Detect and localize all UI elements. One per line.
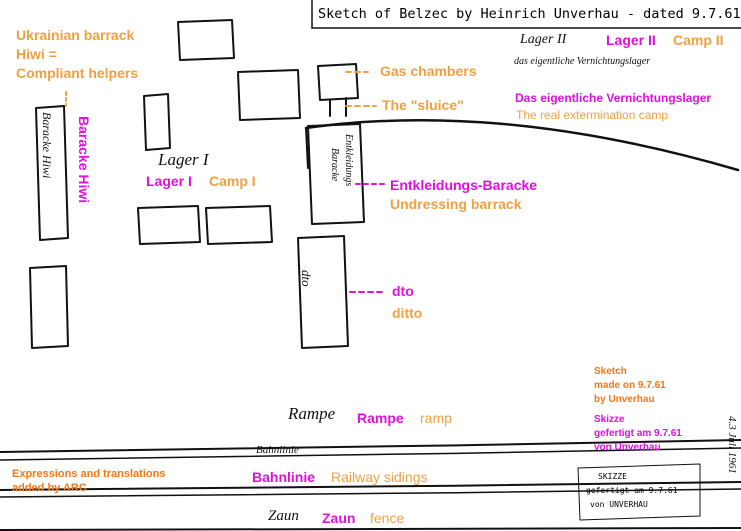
label-ukrainian-barrack: Ukrainian barrack — [16, 27, 135, 43]
label-gas-chambers: Gas chambers — [380, 63, 477, 79]
label-skizze-line-3: von Unverhau — [594, 442, 661, 453]
page-title: Sketch of Belzec by Heinrich Unverhau - … — [318, 6, 741, 22]
barrack-lower-left — [137, 205, 201, 245]
handwritten-baracke: Baracke — [329, 148, 340, 182]
label-sketch-line-1: Sketch — [594, 366, 627, 377]
stamp-line-1: SKIZZE — [598, 472, 627, 481]
handwritten-entkleidungs: Entkleidungs — [343, 134, 354, 187]
label-lager-i: Lager I — [146, 173, 192, 189]
rail-line-2 — [0, 447, 741, 461]
label-dto: dto — [392, 283, 414, 299]
label-bahnlinie: Bahnlinie — [252, 469, 316, 485]
handwritten-lager-i: Lager I — [158, 150, 209, 169]
label-zaun: Zaun — [322, 510, 356, 526]
label-hiwi: Hiwi = — [16, 46, 57, 62]
stamp-line-2: gefertigt am 9.7.61 — [586, 486, 678, 495]
camp-ii-wall — [305, 127, 309, 169]
handwritten-bahnlinie: Bahnlinie — [256, 444, 299, 456]
handwritten-zaun: Zaun — [268, 508, 299, 524]
label-skizze-line-1: Skizze — [594, 414, 625, 425]
stamp-line-3: von UNVERHAU — [590, 500, 648, 509]
label-expressions-line-1: Expressions and translations — [12, 468, 166, 480]
label-sketch-line-2: made on 9.7.61 — [594, 380, 666, 391]
barrack-top-center — [177, 19, 235, 61]
label-vernichtungslager: Das eigentliche Vernichtungslager — [515, 91, 712, 105]
label-sketch-line-3: by Unverhau — [594, 394, 655, 405]
stamp-box — [577, 463, 701, 521]
label-entkleidungs: Entkleidungs-Baracke — [390, 177, 538, 193]
handwritten-vernichtungslager: das eigentliche Vernichtungslager — [514, 56, 651, 67]
fence-line — [0, 527, 741, 531]
handwritten-side-note: 4.3 Juli 1961 — [726, 416, 738, 474]
label-skizze-line-2: gefertigt am 9.7.61 — [594, 428, 682, 439]
barrack-upper-right — [237, 69, 301, 121]
label-sluice: The "sluice" — [382, 97, 464, 113]
barrack-left-mid — [143, 93, 171, 151]
handwritten-baracke-hiwi: Baracke Hiwi — [40, 112, 54, 179]
camp-ii-boundary — [304, 118, 740, 172]
barrack-bottom-left — [29, 265, 69, 349]
handwritten-dto: dto — [299, 270, 314, 287]
label-fence: fence — [370, 510, 405, 526]
rail-line-4 — [0, 488, 741, 498]
label-ditto: ditto — [392, 305, 423, 321]
label-railway: Railway sidings — [331, 469, 428, 485]
handwritten-rampe: Rampe — [288, 404, 336, 423]
label-rampe: Rampe — [357, 410, 404, 426]
label-extermination-camp: The real extermination camp — [516, 108, 669, 122]
dto-barrack — [297, 235, 349, 349]
label-camp-ii: Camp II — [673, 32, 724, 48]
barrack-lower-center — [205, 205, 273, 245]
label-lager-ii: Lager II — [606, 32, 656, 48]
rail-line-3 — [0, 481, 741, 491]
label-compliant-helpers: Compliant helpers — [16, 65, 139, 81]
label-undressing: Undressing barrack — [390, 196, 522, 212]
barrack-hiwi — [35, 105, 69, 241]
label-ramp: ramp — [420, 410, 452, 426]
undressing-barrack — [307, 123, 365, 225]
handwritten-lager-ii: Lager II — [520, 32, 567, 47]
label-camp-i: Camp I — [209, 173, 256, 189]
label-expressions-line-2: added by ARC — [12, 482, 87, 494]
rail-line-1 — [0, 439, 741, 453]
gas-chambers — [317, 63, 359, 101]
label-baracke-hiwi: Baracke Hiwi — [76, 116, 92, 204]
